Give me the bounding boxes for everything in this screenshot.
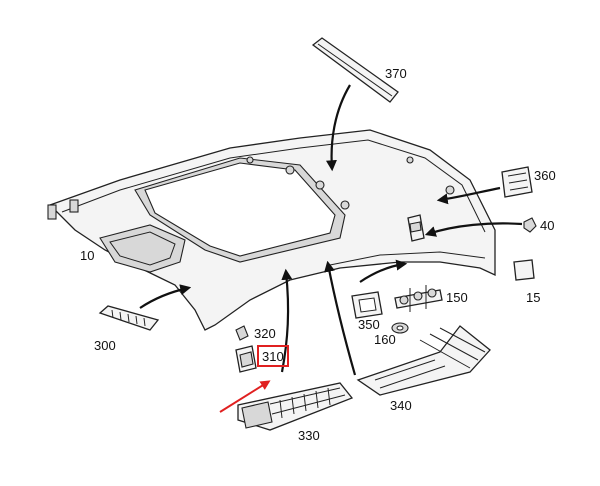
part-label-370: 370 (385, 66, 407, 81)
part-300-shape (98, 305, 160, 331)
part-150-shape (394, 285, 443, 312)
part-40-shape (523, 217, 537, 233)
part-340-shape (356, 325, 491, 396)
part-160-shape (391, 322, 409, 334)
part-label-360: 360 (534, 168, 556, 183)
part-labels: 10 15 40 150 160 300 310 320 330 340 350… (80, 66, 556, 443)
part-15-shape (513, 259, 535, 281)
part-label-310: 310 (262, 349, 284, 364)
part-label-330: 330 (298, 428, 320, 443)
part-330-shape (237, 382, 354, 431)
leader-arrows (139, 84, 523, 413)
part-310-shape (235, 345, 257, 373)
part-label-340: 340 (390, 398, 412, 413)
part-label-150: 150 (446, 290, 468, 305)
part-label-350: 350 (358, 317, 380, 332)
part-label-15: 15 (526, 290, 540, 305)
part-370-shape (311, 37, 399, 103)
part-label-40: 40 (540, 218, 554, 233)
part-label-320: 320 (254, 326, 276, 341)
part-label-10: 10 (80, 248, 94, 263)
part-350-shape (351, 291, 383, 319)
part-320-shape (235, 325, 249, 341)
part-label-300: 300 (94, 338, 116, 353)
part-360-shape (501, 166, 533, 198)
highlight-box-310 (257, 345, 289, 367)
part-label-160: 160 (374, 332, 396, 347)
roof-bracket-shape (407, 214, 425, 242)
headliner-panel (47, 129, 496, 331)
